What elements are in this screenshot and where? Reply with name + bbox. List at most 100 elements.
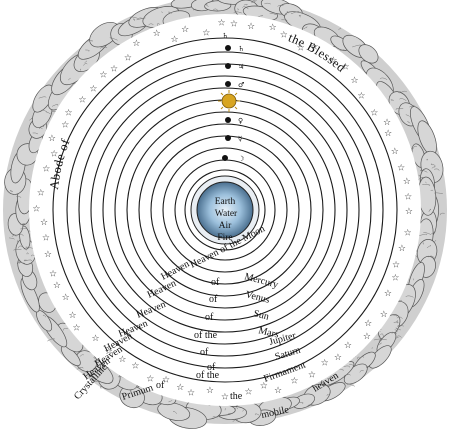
star-icon: ☆	[321, 358, 329, 368]
star-icon: ☆	[350, 76, 358, 86]
cloud-hatch-stroke	[129, 16, 138, 19]
sphere-ring	[126, 111, 324, 309]
cloud-hatch-stroke	[286, 11, 290, 14]
cloud-hatch-stroke	[86, 40, 93, 42]
cloud-hatch-stroke	[425, 181, 427, 184]
cloud-hatch-stroke	[307, 404, 313, 407]
sphere-label-mars: Mars	[257, 325, 280, 340]
star-icon: ☆	[397, 163, 405, 173]
cloud-hatch-stroke	[379, 77, 388, 80]
cloud-hatch-stroke	[213, 8, 219, 11]
star-icon: ☆	[247, 22, 255, 32]
star-icon: ☆	[92, 334, 100, 344]
cloud-hatch-stroke	[168, 11, 172, 14]
cloud-hatch-stroke	[431, 166, 436, 169]
star-icon: ☆	[221, 392, 229, 402]
star-icon: ☆	[49, 269, 57, 279]
planet-symbol-icon: ♃	[238, 63, 244, 71]
cloud-hatch-stroke	[133, 18, 136, 21]
cloud-hatch-stroke	[434, 192, 443, 194]
cloud-hatch-stroke	[232, 418, 239, 422]
cloud-hatch-stroke	[395, 337, 399, 339]
cloud-hatch-stroke	[9, 190, 14, 193]
cloud-hatch-stroke	[242, 6, 249, 10]
cloud-hatch-stroke	[68, 77, 71, 81]
cloud-hatch-stroke	[283, 13, 288, 17]
cloud-hatch-stroke	[251, 0, 257, 2]
cloud-hatch-stroke	[63, 328, 68, 331]
cloud-hatch-stroke	[433, 240, 437, 243]
star-icon: ☆	[308, 370, 316, 380]
cloud-hatch-stroke	[94, 380, 100, 383]
cloud-hatch-stroke	[395, 327, 401, 331]
cloud-hatch-stroke	[431, 231, 436, 235]
sphere-ring	[138, 123, 312, 297]
cloud-hatch-stroke	[428, 255, 435, 259]
cloud-hatch-stroke	[46, 111, 51, 115]
planet-symbol-icon: ♀	[238, 117, 243, 125]
planet-dot	[225, 81, 231, 87]
core-earth-label: Earth	[215, 197, 236, 207]
cloud-hatch-stroke	[24, 259, 32, 262]
star-icon: ☆	[364, 319, 372, 329]
sphere-word-of-the-firmament: of the	[196, 370, 220, 381]
cloud-hatch-stroke	[378, 335, 381, 337]
cloud-hatch-stroke	[90, 374, 98, 376]
cloud-hatch-stroke	[41, 109, 47, 112]
cloud-hatch-stroke	[97, 369, 104, 372]
star-icon: ☆	[341, 62, 349, 72]
cloud-hatch-stroke	[430, 189, 434, 192]
cloud-puff	[368, 345, 392, 369]
cloud-hatch-stroke	[214, 416, 223, 419]
star-icon: ☆	[398, 244, 406, 254]
star-icon: ☆	[391, 273, 399, 283]
cloud-hatch-stroke	[409, 105, 415, 108]
sphere-ring	[66, 51, 384, 369]
cloud-hatch-stroke	[251, 1, 256, 4]
star-icon: ☆	[404, 192, 412, 202]
cloud-hatch-stroke	[380, 333, 384, 337]
star-icon: ☆	[181, 25, 189, 35]
planet-symbol-icon: ♂	[238, 81, 244, 89]
star-icon: ☆	[124, 54, 132, 64]
cloud-hatch-stroke	[430, 163, 436, 166]
cloud-hatch-stroke	[299, 402, 304, 405]
cloud-hatch-stroke	[395, 107, 404, 110]
cloud-hatch-stroke	[233, 11, 242, 14]
sphere-ring	[102, 87, 348, 333]
star-icon: ☆	[357, 91, 365, 101]
cloud-hatch-stroke	[16, 196, 22, 198]
cloud-hatch-stroke	[79, 354, 84, 357]
cloud-hatch-stroke	[29, 117, 33, 121]
cloud-hatch-stroke	[393, 321, 399, 324]
cloud-hatch-stroke	[234, 407, 239, 410]
cloud-hatch-stroke	[16, 239, 19, 243]
sphere-ring	[78, 63, 372, 357]
cloud-hatch-stroke	[148, 23, 154, 26]
star-icon: ☆	[72, 323, 80, 333]
star-icon: ☆	[404, 229, 412, 239]
star-icon: ☆	[146, 374, 154, 384]
cloud-hatch-stroke	[99, 46, 108, 49]
cloud-hatch-stroke	[20, 228, 29, 230]
sphere-ring	[150, 135, 300, 285]
cloud-hatch-stroke	[93, 356, 96, 359]
planet-dot	[225, 135, 231, 141]
star-icon: ☆	[244, 388, 252, 398]
cloud-hatch-stroke	[25, 246, 34, 249]
cloud-hatch-stroke	[343, 365, 351, 368]
cloud-hatch-stroke	[42, 314, 46, 318]
cloud-hatch-stroke	[136, 17, 146, 21]
cloud-hatch-stroke	[426, 158, 428, 161]
cloud-hatch-stroke	[407, 121, 411, 124]
cloud-hatch-stroke	[391, 332, 398, 334]
cloud-hatch-stroke	[397, 91, 402, 94]
cloud-hatch-stroke	[394, 329, 398, 332]
cloud-hatch-stroke	[378, 339, 383, 342]
star-icon: ☆	[110, 65, 118, 75]
cloud-hatch-stroke	[254, 413, 260, 416]
cloud-hatch-stroke	[389, 314, 398, 317]
core-fire-label: Fire	[217, 233, 232, 243]
cloud-hatch-stroke	[366, 366, 372, 369]
